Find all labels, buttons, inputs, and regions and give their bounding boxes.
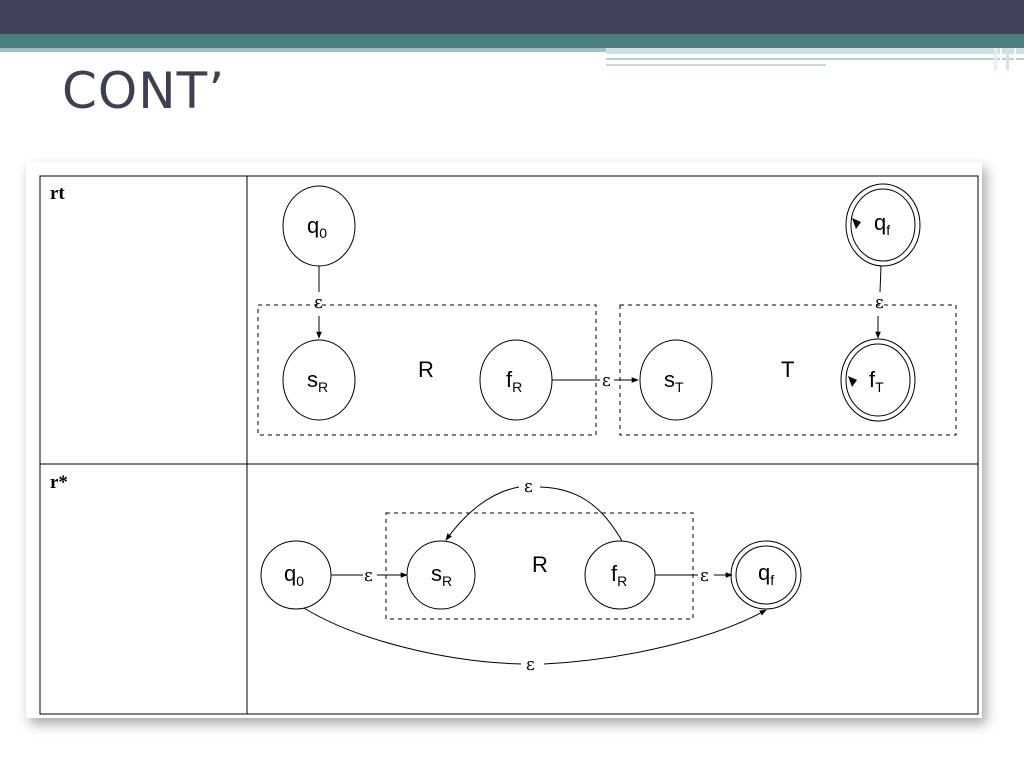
table-grid [39,175,979,715]
nfa-diagram: rt r* R T q0 ε sR f [39,175,979,715]
rstar-state-q0-label: q0 [284,561,304,589]
top-bar [0,0,1024,34]
nfa-construction-figure: rt r* R T q0 ε sR f [26,162,982,718]
rstar-state-sr-label: sR [431,561,452,589]
rstar-state-qf [730,540,802,610]
rt-state-ft-label: fT [869,367,884,395]
rt-box-r [257,304,597,436]
rt-epsilon-q0-sr: ε [314,293,323,313]
rstar-back-edge [539,486,623,542]
rstar-box-r-label: R [532,552,548,577]
rt-box-r-label: R [418,357,434,382]
rt-epsilon-fr-st: ε [602,371,611,391]
rt-state-sr [282,339,356,421]
rstar-epsilon-q0-sr: ε [364,566,373,586]
rstar-epsilon-fr-qf: ε [700,566,709,586]
rstar-skip-edge [303,607,522,665]
rt-state-st-label: sT [664,367,684,395]
rt-state-qf-label: qf [874,210,890,238]
header-accent-lines [606,48,1024,70]
rstar-state-sr [406,540,476,610]
rstar-diagram: R q0 ε sR fR ε ε [260,477,802,675]
rt-box-t [619,304,957,436]
rstar-state-qf-label: qf [758,560,774,588]
rt-state-ft [840,338,916,422]
rstar-epsilon-skip: ε [526,655,535,675]
rt-state-st [639,339,713,421]
teal-stripe [0,48,1024,52]
rt-epsilon-qf-ft: ε [875,293,884,313]
rt-diagram: R T q0 ε sR fR ε [257,183,957,436]
rt-state-q0-label: q0 [307,213,327,241]
rt-state-fr-label: fR [506,367,522,395]
slide-title: CONT’ [62,62,226,120]
rstar-box-r [385,512,694,620]
rstar-state-fr-label: fR [611,561,627,589]
row-label-rstar: r* [50,472,68,493]
row-label-rt: rt [50,183,65,204]
rt-state-sr-label: sR [307,367,328,395]
rt-box-t-label: T [781,357,794,382]
rstar-epsilon-back: ε [524,477,533,497]
teal-band [0,34,1024,48]
rt-state-qf [845,183,921,267]
